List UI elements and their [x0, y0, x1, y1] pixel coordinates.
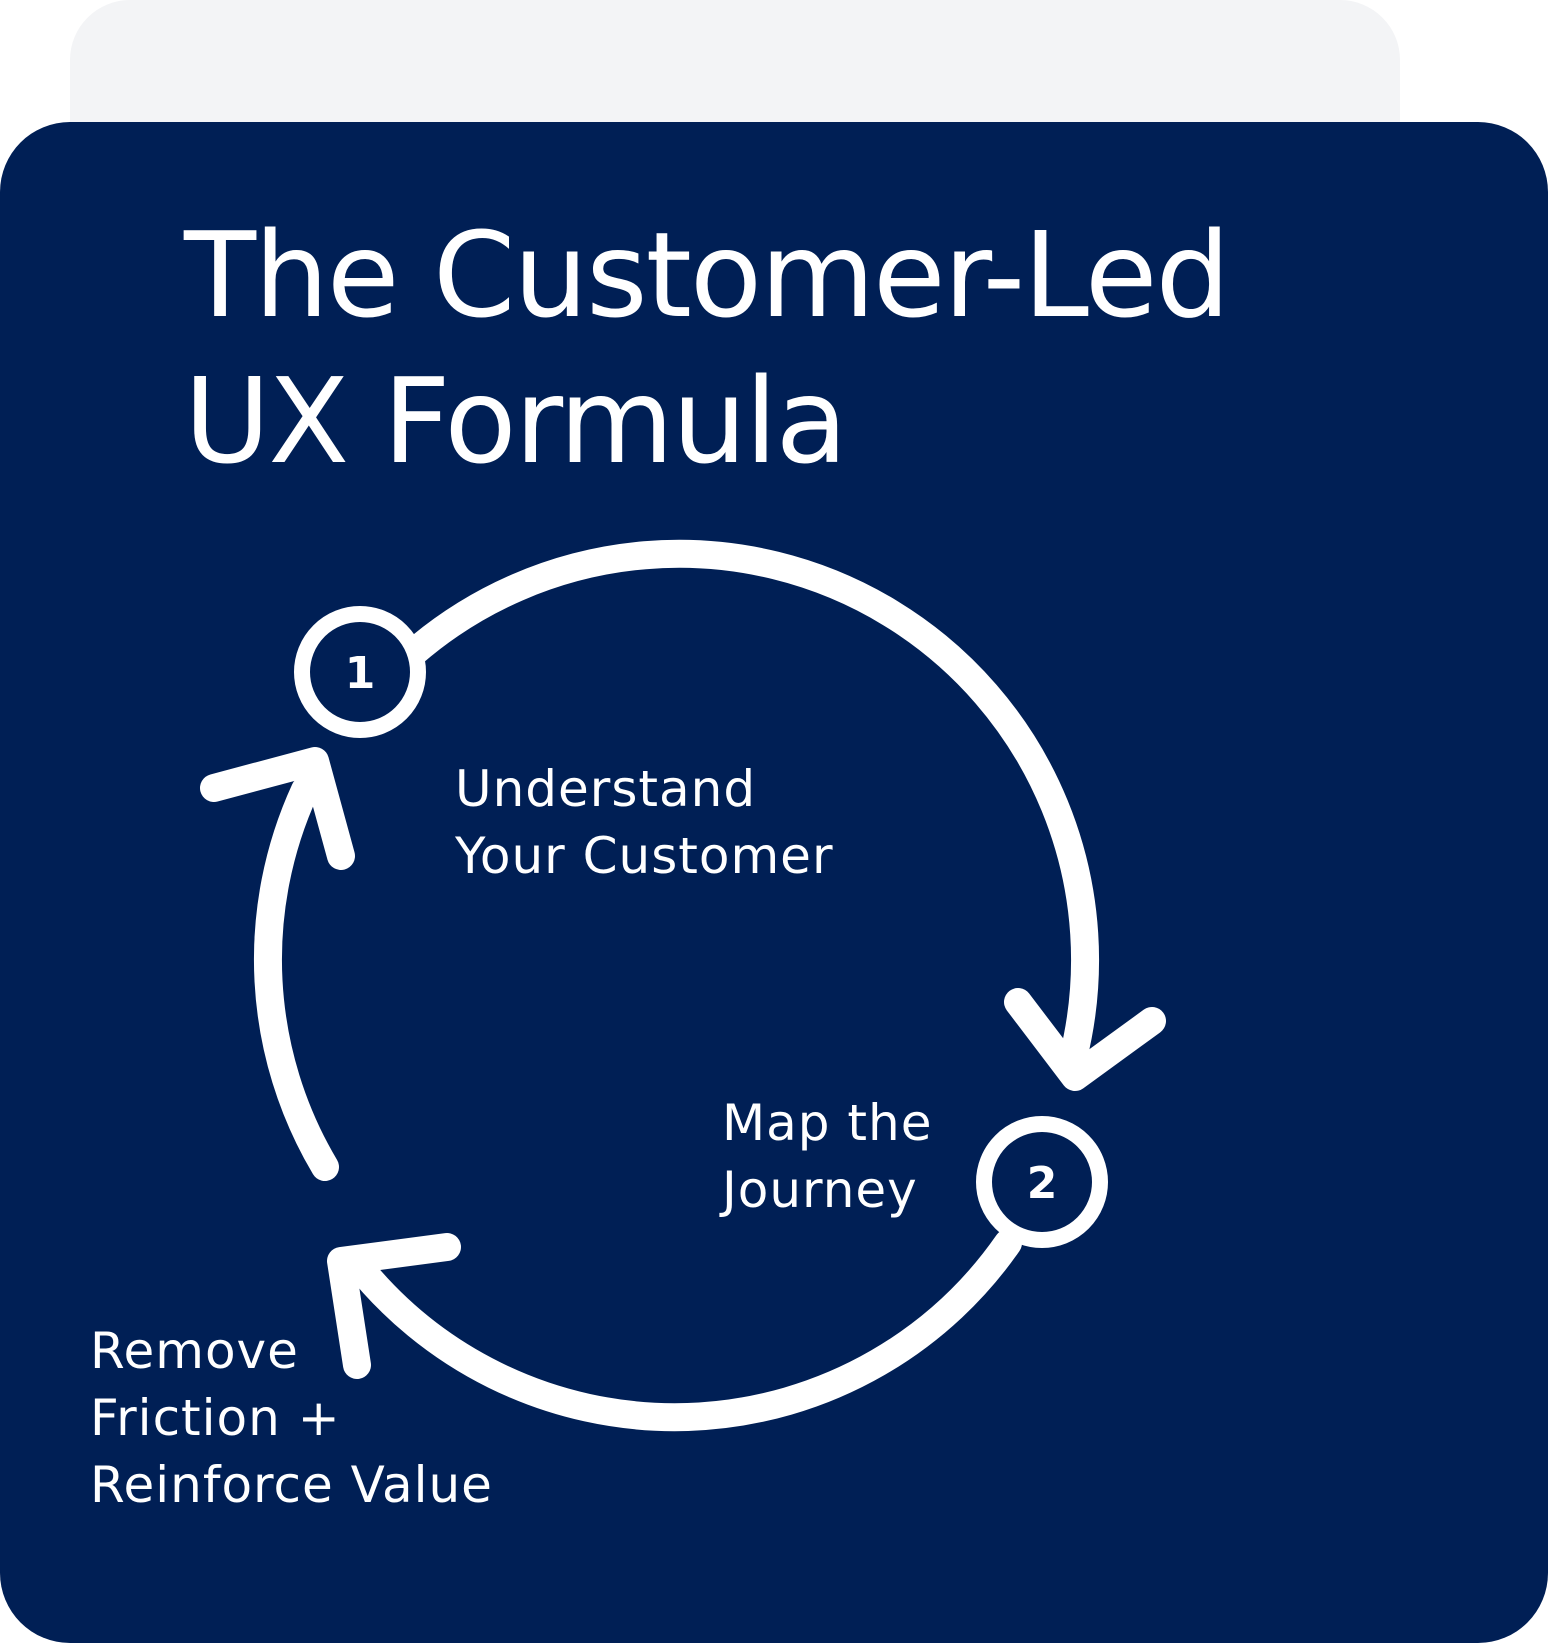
page-title: The Customer-Led UX Formula [184, 202, 1230, 494]
step-3-label: Remove Friction + Reinforce Value [90, 1318, 493, 1519]
cycle-arc-2-to-3 [343, 1229, 1022, 1432]
step-2-label-line-2: Journey [722, 1161, 918, 1219]
step-1-number: 1 [345, 648, 376, 699]
step-1-label-line-2: Your Customer [455, 827, 834, 885]
arrowhead-to-step-2 [1004, 988, 1166, 1091]
cycle-diagram: 1 2 [200, 539, 1166, 1432]
step-3-label-line-3: Reinforce Value [90, 1456, 493, 1514]
step-2-number: 2 [1027, 1158, 1058, 1209]
cycle-arc-1-to-2 [398, 539, 1100, 1072]
step-2-badge: 2 [976, 1116, 1108, 1248]
title-line-2: UX Formula [184, 352, 848, 490]
arrowhead-to-step-3 [327, 1233, 461, 1379]
step-1-circle [294, 606, 426, 738]
step-1-label: Understand Your Customer [455, 756, 834, 890]
arrowhead-to-step-1 [200, 747, 355, 870]
step-1-badge: 1 [294, 606, 426, 738]
cycle-arc-3-to-1 [253, 776, 339, 1181]
step-2-label: Map the Journey [722, 1090, 932, 1224]
step-1-label-line-1: Understand [455, 760, 757, 818]
main-card: The Customer-Led UX Formula 1 2 Unde [0, 122, 1548, 1643]
title-line-1: The Customer-Led [184, 206, 1230, 344]
step-3-label-line-2: Friction + [90, 1389, 341, 1447]
step-2-circle [976, 1116, 1108, 1248]
step-2-label-line-1: Map the [722, 1094, 933, 1152]
step-3-label-line-1: Remove [90, 1322, 299, 1380]
